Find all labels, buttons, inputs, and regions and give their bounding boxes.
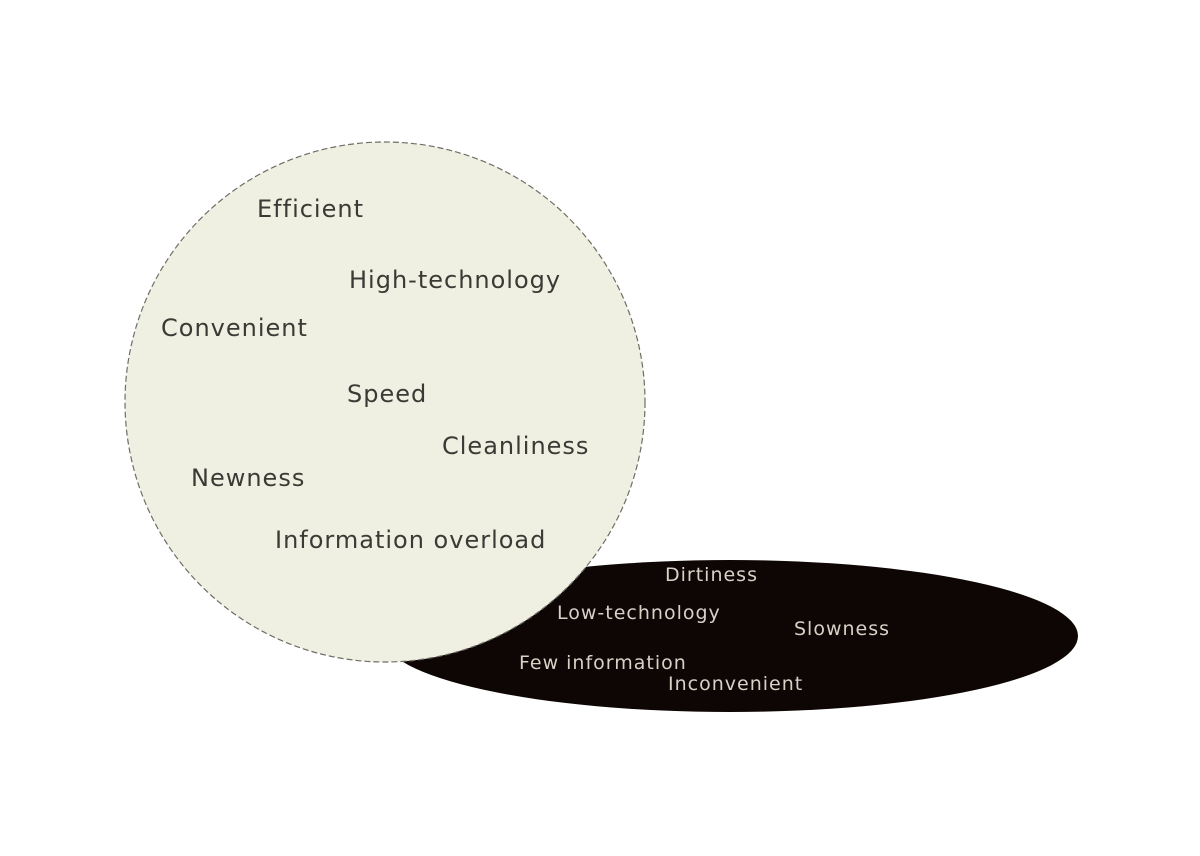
- word-cleanliness: Cleanliness: [442, 432, 590, 460]
- light-circle: [124, 141, 646, 663]
- word-low-technology: Low-technology: [557, 602, 721, 624]
- word-dirtiness: Dirtiness: [665, 564, 758, 586]
- word-information-overload: Information overload: [275, 526, 547, 554]
- word-inconvenient: Inconvenient: [668, 673, 804, 695]
- word-slowness: Slowness: [794, 618, 891, 640]
- word-few-information: Few information: [519, 652, 687, 674]
- word-high-technology: High-technology: [349, 266, 562, 294]
- word-speed: Speed: [347, 380, 428, 408]
- word-convenient: Convenient: [161, 314, 308, 342]
- word-newness: Newness: [191, 464, 306, 492]
- word-efficient: Efficient: [257, 195, 364, 223]
